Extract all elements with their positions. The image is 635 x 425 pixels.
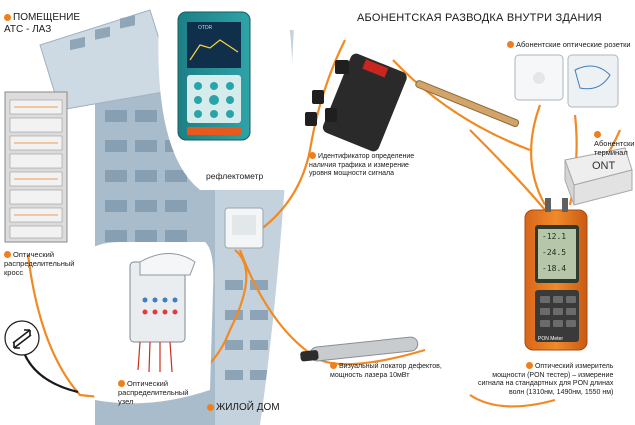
power-meter-device xyxy=(524,198,588,351)
visual-locator-device xyxy=(300,336,419,362)
section-title: АБОНЕНТСКАЯ РАЗВОДКА ВНУТРИ ЗДАНИЯ xyxy=(357,12,602,24)
bidirectional-arrows-icon xyxy=(4,320,40,356)
subscriber-terminal-label: Абонентский терминал xyxy=(594,130,635,157)
bullet-icon xyxy=(4,14,11,21)
bullet-icon xyxy=(594,131,601,138)
distribution-frame-rack xyxy=(4,91,68,243)
exchange-room-label: ПОМЕЩЕНИЕ АТС - ЛАЗ xyxy=(4,12,80,36)
visual-locator-text: Визуальный локатор дефектов, мощность ла… xyxy=(330,363,442,379)
otdr-brand: OTDR xyxy=(198,25,213,31)
reflectometer-device xyxy=(177,11,251,141)
residential-building-label: ЖИЛОЙ ДОМ xyxy=(207,402,280,414)
distribution-node-text: Оптический распределительный узел xyxy=(118,379,189,406)
optical-sockets-text: Абонентские оптические розетки xyxy=(516,40,631,49)
meter-reading-3: -18.4 xyxy=(542,264,567,273)
wall-outlet-floor xyxy=(224,207,264,249)
identifier-label: Идентификатор определение наличия трафик… xyxy=(309,152,414,179)
visual-locator-label: Визуальный локатор дефектов, мощность ла… xyxy=(330,362,442,380)
identifier-text: Идентификатор определение наличия трафик… xyxy=(309,153,415,177)
bullet-icon xyxy=(118,380,125,387)
bullet-icon xyxy=(309,152,316,159)
meter-reading-2: -24.5 xyxy=(542,248,567,257)
distribution-node-label: Оптический распределительный узел xyxy=(118,379,188,406)
bullet-icon xyxy=(330,362,337,369)
distribution-frame-label: Оптический распределительный кросс xyxy=(4,250,74,277)
bullet-icon xyxy=(4,251,11,258)
residential-building-text: ЖИЛОЙ ДОМ xyxy=(216,402,280,413)
optical-sockets-label: Абонентские оптические розетки xyxy=(507,40,631,49)
bullet-icon xyxy=(207,404,214,411)
bullet-icon xyxy=(507,41,514,48)
bullet-icon xyxy=(525,362,533,369)
ont-device xyxy=(564,147,633,206)
power-meter-label: Оптический измеритель мощности (PON тест… xyxy=(478,362,613,397)
reflectometer-label: рефлектометр xyxy=(206,171,264,181)
exchange-room-text: ПОМЕЩЕНИЕ АТС - ЛАЗ xyxy=(4,12,81,35)
ont-label: ONT xyxy=(592,160,616,172)
optical-sockets-devices xyxy=(514,54,619,108)
power-meter-text: Оптический измеритель мощности (PON тест… xyxy=(478,363,614,396)
identifier-device xyxy=(305,53,520,152)
subscriber-terminal-text: Абонентский терминал xyxy=(594,139,635,157)
distribution-frame-text: Оптический распределительный кросс xyxy=(4,250,75,277)
meter-reading-1: -12.1 xyxy=(542,232,567,241)
meter-brand: PON Meter xyxy=(538,336,564,342)
distribution-node-box xyxy=(129,253,196,373)
